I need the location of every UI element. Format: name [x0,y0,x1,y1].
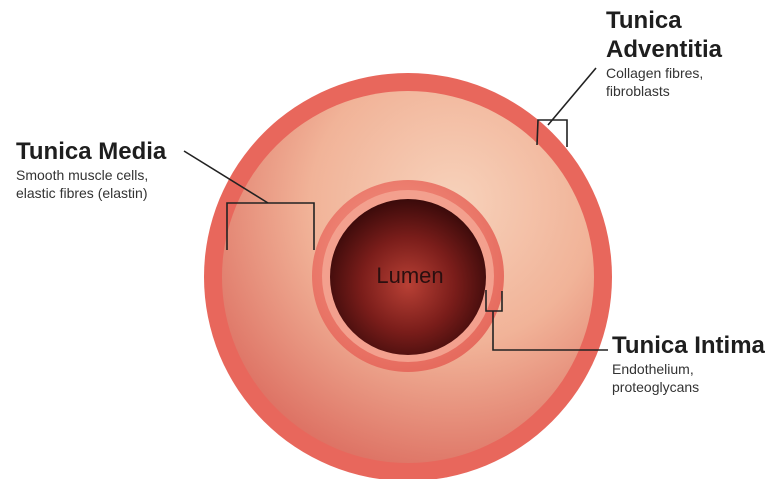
tunica-intima-desc-line2: proteoglycans [612,378,778,396]
tunica-intima-label: Tunica Intima Endothelium, proteoglycans [612,331,778,396]
tunica-adventitia-desc-line1: Collagen fibres, [606,64,776,82]
tunica-media-title: Tunica Media [16,137,216,166]
tunica-intima-title: Tunica Intima [612,331,778,360]
tunica-media-label: Tunica Media Smooth muscle cells, elasti… [16,137,216,202]
tunica-adventitia-title-line1: Tunica [606,6,776,35]
tunica-media-desc-line2: elastic fibres (elastin) [16,184,216,202]
tunica-adventitia-label: Tunica Adventitia Collagen fibres, fibro… [606,6,776,100]
tunica-intima-desc-line1: Endothelium, [612,360,778,378]
tunica-media-desc-line1: Smooth muscle cells, [16,166,216,184]
tunica-adventitia-title-line2: Adventitia [606,35,776,64]
tunica-adventitia-desc-line2: fibroblasts [606,82,776,100]
lumen-label: Lumen [340,262,480,290]
